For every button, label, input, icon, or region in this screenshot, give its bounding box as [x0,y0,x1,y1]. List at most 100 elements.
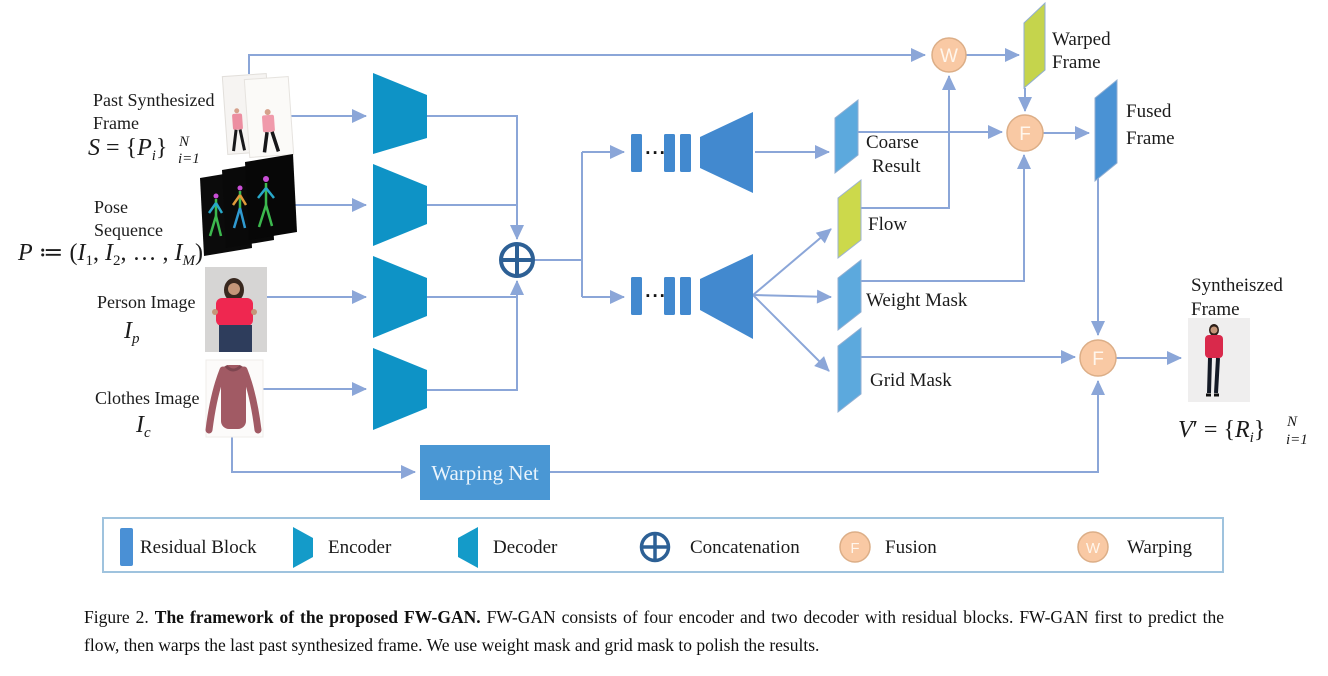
clothes-formula: Ic [135,412,151,441]
warped-frame-shape [1023,1,1046,90]
ellipsis-dots: ··· [645,287,667,305]
residual-blocks-bottom [631,277,691,315]
encoder4-shape [373,348,427,430]
pose-label2: Sequence [94,220,163,240]
legend-fusion-label: Fusion [885,537,937,558]
pose-label: Pose [94,197,128,217]
line-decoder2-to-grid [752,294,830,372]
figure-part [205,366,227,434]
figure-part [251,309,257,315]
synthesized-frame-label: Syntheiszed [1191,275,1283,296]
skeleton-figure [257,176,275,228]
decoder2-shape [700,254,753,339]
past-synthesized-frames-image [221,73,295,158]
weight-mask-shape [837,258,862,332]
figure-part [232,108,246,152]
fused-frame-shape [1094,78,1118,183]
clothes-image [205,359,264,438]
legend-encoder-glyph [293,527,313,568]
figure-caption: Figure 2. The framework of the proposed … [84,603,1224,659]
fwgan-diagram: ··· ··· W F F Warping Net Past Syn [17,1,1308,573]
legend-fusion-glyph: F [839,531,871,563]
fused-frame-label: Fused [1126,101,1172,122]
figure-part [224,364,243,372]
residual-blocks-top [631,134,691,172]
output-formula-sup: N [1286,414,1298,430]
warp-node: W [931,37,967,73]
figure-part [228,283,240,295]
legend-concat-label: Concatenation [690,537,800,558]
decoder1-shape [700,112,753,193]
fusion-node-2: F [1079,339,1117,377]
person-image [205,267,267,352]
connector-lines [231,48,1182,479]
caption-prefix: Figure 2. [84,607,155,627]
line-warpingnet-to-fusion2 [550,380,1105,473]
pose-formula: P ≔ (I1, I2, … , IM) [17,240,203,269]
weight-mask-label: Weight Mask [866,290,968,311]
figure-part [216,298,253,326]
figure-part [219,325,252,352]
fusion-node-1: F [1006,114,1044,152]
clothes-label: Clothes Image [95,388,199,408]
ellipsis-dots: ··· [645,144,667,162]
legend-concat-glyph [639,531,671,563]
coarse-result-shape [834,98,859,175]
svg-text:F: F [850,540,859,557]
legend-residual-glyph [120,528,133,566]
past-frame-formula-sup: N [178,134,190,150]
synthesized-frame-label2: Frame [1191,299,1240,320]
person-label: Person Image [97,292,195,312]
legend-decoder-glyph [458,527,478,568]
coarse-result-label: Coarse [866,132,919,153]
legend-residual-label: Residual Block [140,537,257,558]
line-encoder1-to-concat [427,115,524,240]
past-frame-formula: S = {Pi} [88,135,167,164]
past-frame-label: Past Synthesized [93,90,215,110]
line-clothes-to-warpingnet [231,437,416,479]
skeleton-figure [207,193,224,237]
skeleton-figure [231,185,248,229]
line-weight-to-fusion1 [861,154,1031,282]
person-formula: Ip [123,318,140,347]
legend: Residual Block Encoder Decoder Concatena… [102,517,1224,573]
encoders [373,73,427,430]
warped-frame-label: Warped [1052,29,1111,50]
encoder1-shape [373,73,427,154]
svg-text:W: W [940,46,958,67]
grid-mask-shape [837,326,862,414]
past-frame-label2: Frame [93,113,139,133]
fused-frame-label2: Frame [1126,128,1175,149]
warping-net-box: Warping Net [420,445,550,500]
figure-part [212,309,218,315]
output-formula: V′ = {Ri} [1178,417,1265,446]
line-past-to-warp [248,48,926,74]
synthesized-frame-image [1188,318,1250,402]
figure-part [262,109,281,153]
flow-shape [837,178,862,260]
legend-warping-glyph: W [1077,531,1109,563]
warped-frame-label2: Frame [1052,52,1101,73]
pose-frame [245,154,297,240]
svg-text:W: W [1086,540,1101,557]
svg-text:Warping Net: Warping Net [431,461,539,485]
svg-text:F: F [1092,349,1104,370]
caption-bold-title: The framework of the proposed FW-GAN. [154,607,481,627]
line-decoder2-to-weight [752,289,832,304]
grid-mask-label: Grid Mask [870,370,952,391]
figure-part [221,365,246,429]
legend-encoder-label: Encoder [328,537,392,558]
figure-part [1207,357,1220,394]
output-formula-sub: i=1 [1286,432,1308,448]
encoder2-shape [373,164,427,246]
line-flow-to-warp [861,75,956,209]
figure-part [1210,326,1218,334]
pose-sequence-image [200,154,297,256]
svg-text:F: F [1019,124,1031,145]
flow-label: Flow [868,214,907,235]
line-decoder2-to-flow [752,228,832,296]
legend-decoder-label: Decoder [493,537,558,558]
coarse-result-label2: Result [872,156,921,177]
encoder3-shape [373,256,427,338]
